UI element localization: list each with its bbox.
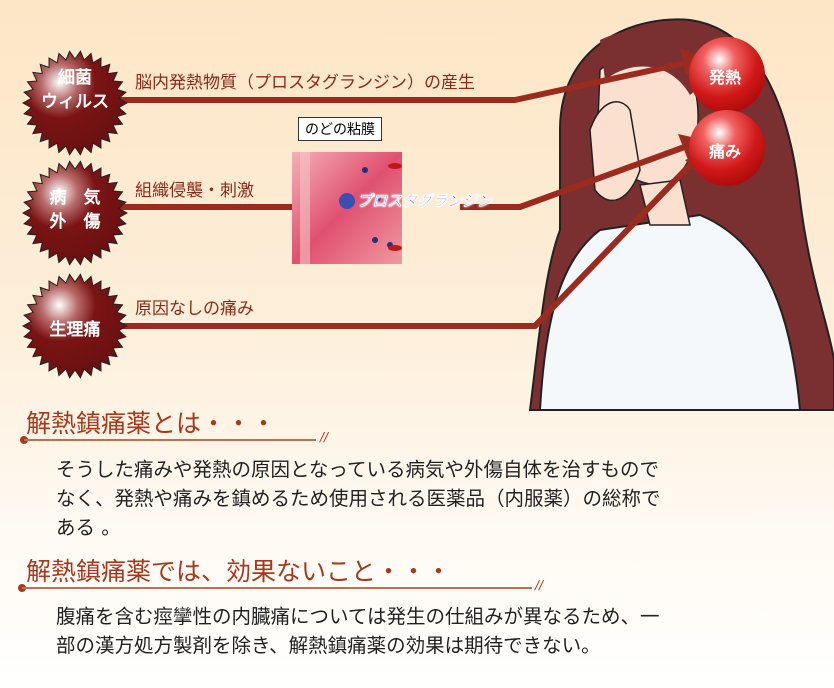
heading-slash-mark: // (320, 430, 329, 444)
arrow-line-3 (115, 162, 693, 329)
cause-label-3: 原因なしの痛み (135, 299, 254, 319)
section-heading-2: 解熱鎮痛薬では、効果ないこと・・・ (26, 557, 452, 586)
body-line: 腹痛を含む痙攣性の内臓痛については発生の仕組みが異なるため、一 (56, 605, 660, 628)
section-body-2: 腹痛を含む痙攣性の内臓痛については発生の仕組みが異なるため、一 部の漢方処方製剤… (56, 602, 660, 660)
body-line: ある 。 (56, 516, 121, 539)
symptom-fever: 発熱 (709, 68, 742, 87)
badge-line: 病 気 (49, 188, 101, 208)
badge-line: 外 傷 (49, 212, 101, 232)
cause-badge-bacteria: 細菌 ウィルス (25, 66, 125, 114)
pain-circle (689, 110, 765, 186)
cause-starburst (21, 273, 129, 379)
heading-slash-mark: // (535, 578, 544, 592)
body-line: 部の漢方処方製剤を除き、解熱鎮痛薬の効果は期待できない。 (56, 634, 601, 657)
arrow-line-1 (115, 59, 691, 103)
cause-label-1: 脳内発熱物質（プロスタグランジン）の産生 (135, 73, 475, 93)
badge-line: 細菌 (58, 68, 92, 88)
heading-underline (24, 439, 316, 441)
cause-label-2: 組織侵襲・刺激 (135, 181, 254, 201)
body-line: そうした痛みや発熱の原因となっている病気や外傷自体を治すもので (56, 458, 659, 481)
badge-line: 生理痛 (49, 320, 101, 340)
cause-badge-menstrual: 生理痛 (25, 318, 125, 342)
woman-illustration (528, 18, 834, 411)
arrow-line-2b (460, 142, 692, 210)
section-body-1: そうした痛みや発熱の原因となっている病気や外傷自体を治すもので なく、発熱や痛み… (56, 455, 661, 542)
body-line: なく、発熱や痛みを鎮めるため使用される医薬品（内服薬）の総称で (56, 487, 661, 510)
fever-circle (689, 37, 765, 113)
symptom-pain: 痛み (709, 142, 742, 161)
section-heading-1: 解熱鎮痛薬とは・・・ (26, 409, 277, 438)
cause-starburst (21, 160, 129, 266)
cause-starburst (21, 50, 129, 156)
mucosa-title: のどの粘膜 (298, 117, 382, 141)
cause-badge-illness: 病 気 外 傷 (25, 186, 125, 234)
badge-line: ウィルス (41, 92, 109, 112)
prostaglandin-marker-icon (339, 193, 355, 209)
prostaglandin-label: プロスタグランジン (357, 192, 493, 210)
heading-underline (22, 587, 532, 589)
